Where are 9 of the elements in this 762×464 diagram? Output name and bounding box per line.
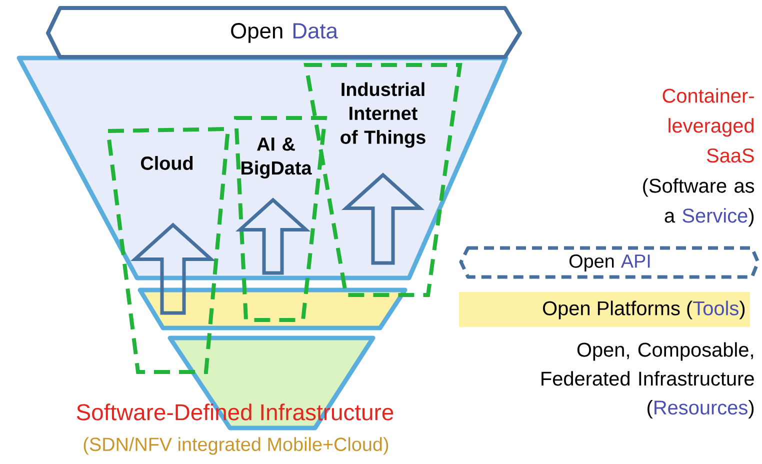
platform-box: Open Platforms (Tools) bbox=[459, 292, 750, 327]
banner: Open Data bbox=[46, 6, 522, 59]
banner: Open API bbox=[459, 246, 760, 279]
funnel-band bbox=[16, 56, 508, 280]
block-arrow bbox=[130, 222, 216, 315]
note-text: Container- leveraged SaaS bbox=[662, 88, 754, 163]
note-text: (Software as a Service) bbox=[643, 178, 754, 227]
funnel-band bbox=[138, 288, 408, 330]
note-text: Open, Composable, Federated Infrastructure (Resources) bbox=[542, 342, 754, 419]
